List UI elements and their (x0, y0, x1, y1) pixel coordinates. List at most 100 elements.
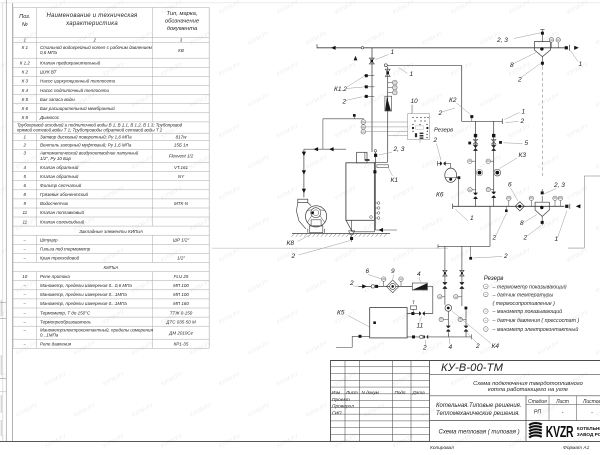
svg-text:VT.161: VT.161 (174, 165, 189, 170)
svg-text:К 6: К 6 (22, 106, 29, 111)
svg-text:NY: NY (178, 174, 185, 179)
svg-text:котла работающего на угле: котла работающего на угле (488, 387, 569, 393)
svg-text:Проверил: Проверил (332, 404, 354, 410)
svg-text:Манометр, пределы измерения: Манометр, пределы измерения 0...1МПа (40, 292, 127, 297)
svg-text:-: - (591, 410, 593, 416)
svg-text:Копировал: Копировал (430, 445, 454, 450)
svg-text:–: – (23, 327, 27, 332)
svg-text:– манометр показывающий: – манометр показывающий (492, 308, 563, 315)
svg-text:Наименование и техническая: Наименование и техническая (46, 13, 138, 19)
svg-text:КИПиА: КИПиА (104, 265, 119, 270)
svg-text:Насос циркуляционный теплосети: Насос циркуляционный теплосети (40, 78, 116, 84)
svg-text:2: 2 (438, 110, 443, 117)
svg-text:2: 2 (349, 280, 354, 287)
svg-text:2, 3: 2, 3 (496, 37, 508, 44)
svg-text:Реле протока: Реле протока (40, 274, 70, 279)
svg-text:N докум: N докум (362, 390, 380, 395)
svg-text:Изм: Изм (332, 390, 341, 395)
svg-text:Водосчетчик: Водосчетчик (40, 201, 69, 206)
svg-text:Манометрэлектроконтактный, п: Манометрэлектроконтактный, пределы измер… (40, 326, 154, 332)
svg-text:–: – (23, 256, 27, 261)
svg-text:ТТЖ 0-150: ТТЖ 0-150 (170, 310, 193, 315)
svg-text:Стадия: Стадия (528, 399, 547, 405)
svg-text:Листов: Листов (582, 399, 600, 405)
svg-text:Бак запаса воды: Бак запаса воды (40, 97, 76, 102)
svg-text:1/2", Ру 10 Бар: 1/2", Ру 10 Бар (40, 156, 72, 161)
svg-text:Схема тепловая ( типовая ): Схема тепловая ( типовая ) (439, 430, 520, 436)
svg-text:К 3: К 3 (22, 79, 29, 84)
svg-text:Клапан обратный: Клапан обратный (40, 173, 79, 179)
svg-text:ШУК ВТ: ШУК ВТ (40, 70, 58, 75)
svg-text:– термометр показывающий: – термометр показывающий (492, 283, 567, 290)
svg-text:К4: К4 (492, 343, 500, 350)
svg-text:Фильтр сетчатый: Фильтр сетчатый (40, 182, 82, 188)
svg-text:-: - (562, 410, 564, 416)
svg-text:0...1МПа: 0...1МПа (40, 333, 59, 338)
svg-text:–: – (23, 283, 27, 288)
svg-text:Гильза под термометр: Гильза под термометр (40, 247, 91, 252)
svg-text:Закладные элементы КИПиА: Закладные элементы КИПиА (79, 229, 143, 234)
svg-text:Манометр, пределы измерения: Манометр, пределы измерения 0...0,6 МПа (40, 283, 132, 288)
svg-text:–: – (23, 341, 27, 346)
svg-text:5: 5 (525, 140, 529, 147)
svg-text:Насос подпиточный теплосети: Насос подпиточный теплосети (40, 87, 110, 93)
svg-text:Клапан поплавковый: Клапан поплавковый (40, 209, 84, 215)
svg-text:2: 2 (422, 345, 427, 352)
svg-text:–: – (23, 247, 27, 252)
svg-text:4: 4 (449, 344, 453, 351)
svg-text:К3: К3 (519, 152, 527, 159)
svg-text:4: 4 (417, 271, 421, 278)
svg-text:– манометр электроконтактный: – манометр электроконтактный (492, 326, 579, 333)
svg-text:9: 9 (391, 268, 395, 275)
svg-text:1: 1 (470, 215, 474, 222)
svg-text:2: 2 (503, 253, 508, 260)
svg-text:Кран трехходовой: Кран трехходовой (40, 255, 80, 261)
svg-text:ШР 1/2": ШР 1/2" (173, 237, 190, 242)
svg-text:К 1: К 1 (22, 45, 29, 50)
svg-text:–: – (23, 319, 27, 324)
svg-text:0,6 МПа: 0,6 МПа (40, 50, 58, 55)
svg-text:11: 11 (22, 219, 27, 224)
svg-text:2, 3: 2, 3 (393, 146, 405, 153)
svg-text:Формат А1: Формат А1 (563, 445, 590, 450)
svg-text:обозначение: обозначение (165, 19, 200, 25)
svg-text:прямой сетевой воды Т 1; Тру: прямой сетевой воды Т 1; Трубопроводы об… (17, 128, 163, 133)
svg-text:Поз.: Поз. (19, 14, 30, 20)
svg-text:2: 2 (475, 343, 480, 350)
svg-text:К1.2: К1.2 (334, 86, 347, 93)
svg-text:РП: РП (534, 410, 541, 416)
svg-text:8: 8 (510, 62, 514, 69)
svg-text:11: 11 (22, 210, 27, 215)
svg-text:Резерв: Резерв (484, 276, 504, 282)
svg-text:МП 160: МП 160 (173, 301, 189, 306)
svg-text:FLU 25: FLU 25 (174, 274, 189, 279)
svg-text:– датчик давления ( прессост: – датчик давления ( прессостат ) (492, 318, 580, 324)
svg-text:817w: 817w (176, 134, 188, 139)
svg-text:К 5: К 5 (22, 97, 29, 102)
svg-text:Лист: Лист (345, 390, 358, 395)
svg-text:К 4: К 4 (22, 88, 29, 93)
svg-text:К6: К6 (436, 192, 444, 199)
svg-text:Манометр, пределы измерения: Манометр, пределы измерения 0...1МПа (40, 301, 127, 306)
svg-text:МП 100: МП 100 (173, 283, 189, 288)
svg-text:Тип, марка,: Тип, марка, (167, 11, 198, 17)
svg-text:ЗАВОД РОС: ЗАВОД РОС (577, 432, 600, 437)
svg-text:Тепломеханические решения.: Тепломеханические решения. (436, 411, 520, 417)
svg-text:ДТС 035-50 М: ДТС 035-50 М (165, 319, 196, 324)
svg-text:KVZR: KVZR (546, 423, 574, 441)
svg-text:Клапан предохранительный: Клапан предохранительный (40, 59, 101, 65)
svg-text:МТК-N: МТК-N (174, 201, 189, 206)
svg-text:Штуцер: Штуцер (40, 237, 58, 242)
svg-text:10: 10 (411, 98, 419, 105)
svg-text:К 1.2: К 1.2 (20, 60, 31, 65)
svg-text:документа: документа (167, 26, 198, 32)
svg-text:К1: К1 (391, 177, 399, 184)
svg-text:1/2": 1/2" (177, 256, 185, 261)
svg-text:1: 1 (24, 38, 26, 43)
svg-text:10: 10 (22, 274, 28, 279)
svg-text:2, 3: 2, 3 (553, 182, 565, 189)
svg-text:–: – (23, 301, 27, 306)
svg-text:№: № (22, 22, 28, 28)
svg-text:характеристика: характеристика (65, 21, 118, 27)
svg-text:( термосопротивление ): ( термосопротивление ) (493, 301, 556, 307)
